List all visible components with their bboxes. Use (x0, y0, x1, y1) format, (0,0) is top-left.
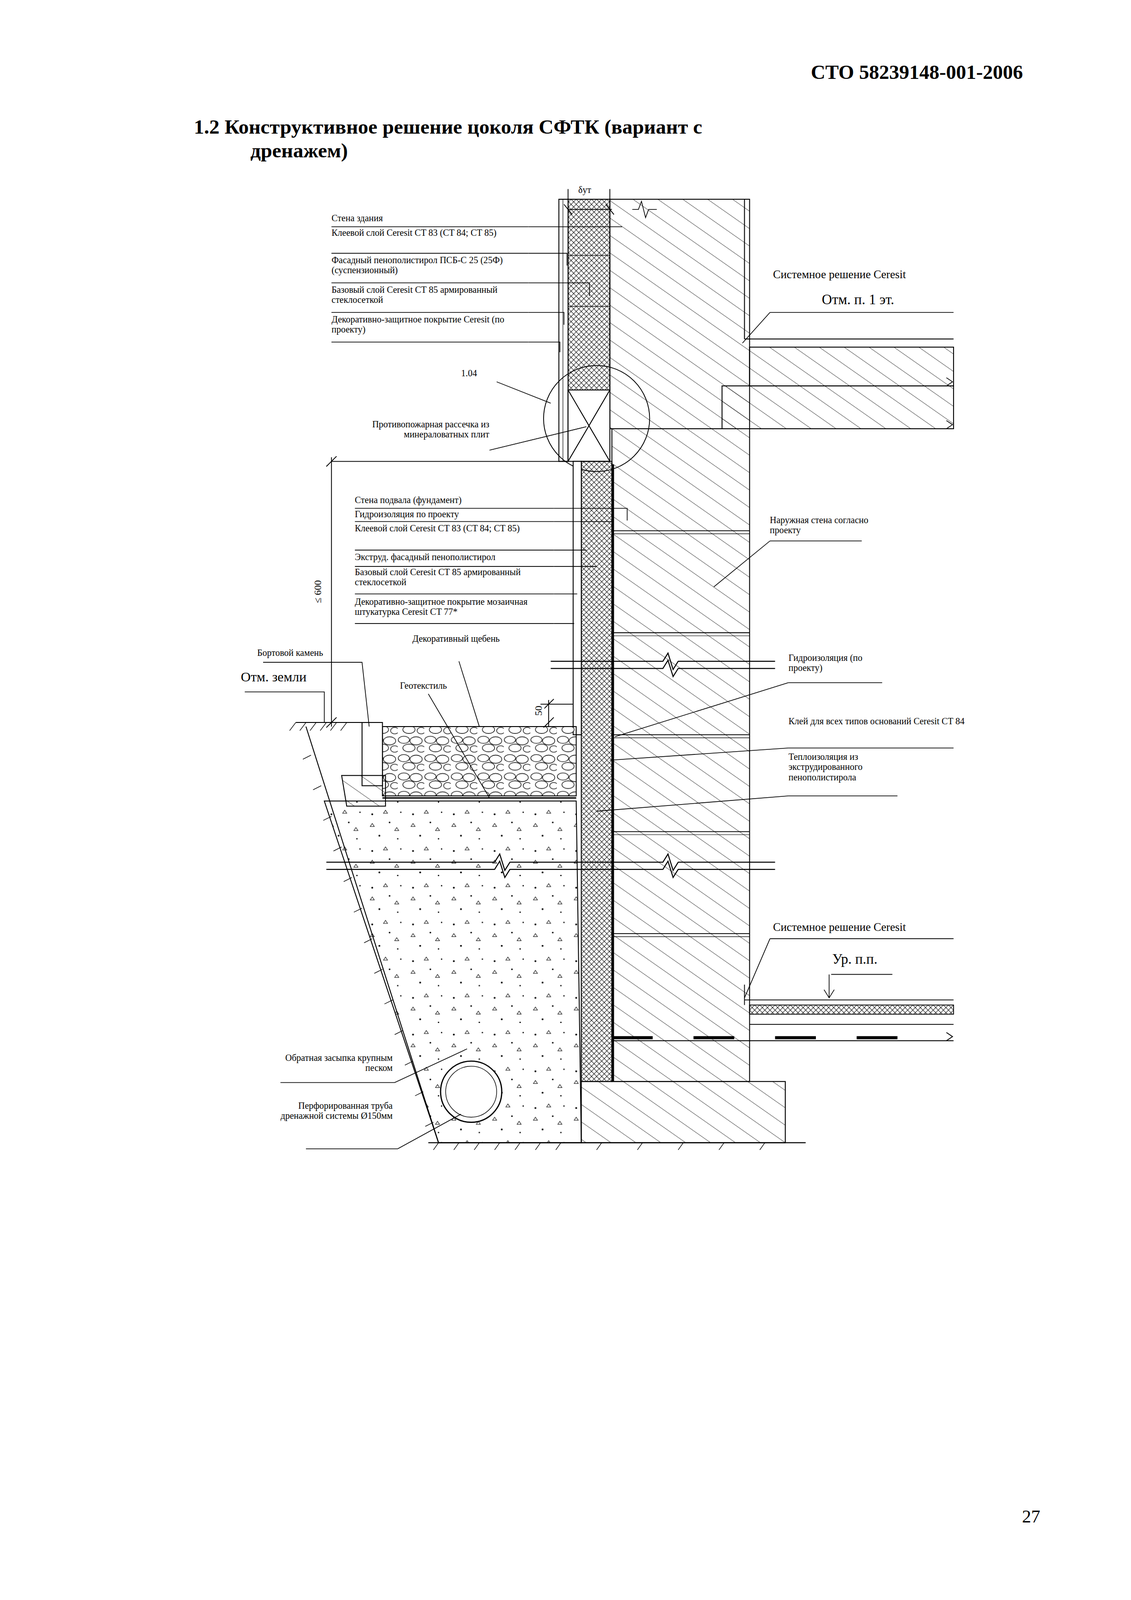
layer-label: Стена здания (331, 212, 536, 224)
dimension-label: δут (578, 184, 609, 195)
layer-label: Декоративно-защитное покрытие Ceresit (п… (331, 314, 536, 335)
system-label: Системное решение Ceresit (773, 268, 962, 281)
basement-floor (612, 984, 954, 1041)
part-label: Наружная стена согласно проекту (769, 514, 888, 536)
page-number: 27 (1022, 1506, 1053, 1527)
document-code: СТО 58239148-001-2006 (810, 61, 1087, 84)
part-label: Обратная засыпка крупным песком (273, 1052, 393, 1074)
system-label: Системное решение Ceresit (773, 920, 962, 934)
layer-label: Клеевой слой Ceresit CT 83 (CT 84; CT 85… (354, 523, 559, 534)
ground-and-backfill (289, 722, 806, 1150)
break-lines (326, 653, 776, 878)
part-label: Теплоизоляция из экструдированного пеноп… (788, 751, 906, 783)
part-label: Бортовой камень (257, 647, 370, 658)
layer-label: Клеевой слой Ceresit CT 83 (CT 84; CT 85… (331, 227, 536, 238)
part-label: Клей для всех типов оснований Ceresit CT… (788, 715, 967, 727)
layer-label: Экструд. фасадный пенополистирол (354, 551, 559, 562)
part-label: Противопожарная рассечка из минераловатн… (334, 419, 490, 440)
callout-number: 1.04 (461, 368, 496, 379)
upper-wall (609, 199, 954, 429)
drawing-title: 1.2 Конструктивное решение цоколя СФТК (… (193, 115, 740, 163)
layer-label: Стена подвала (фундамент) (354, 494, 559, 505)
layer-label: Фасадный пенополистирол ПСБ-С 25 (25Ф) (… (331, 254, 536, 276)
layer-label: Гидроизоляция по проекту (354, 508, 559, 519)
dimension-label: ≤ 600 (312, 580, 324, 604)
part-label: Перфорированная труба дренажной системы … (259, 1100, 393, 1121)
layer-label: Базовый слой Ceresit CT 85 армированный … (354, 566, 559, 588)
part-label: Гидроизоляция (по проекту) (788, 652, 891, 674)
dimensions (326, 188, 615, 728)
leader-lines (244, 226, 954, 1149)
dimension-label: 50 (533, 705, 545, 716)
layer-label: Базовый слой Ceresit CT 85 армированный … (331, 284, 536, 306)
basement-wall (573, 428, 786, 1143)
part-label: Декоративный щебень (407, 633, 505, 644)
level-mark: Ур. п.п. (832, 951, 904, 968)
layer-label: Декоративно-защитное покрытие мозаичная … (354, 596, 559, 618)
part-label: Геотекстиль (399, 680, 472, 691)
level-mark: Отм. п. 1 эт. (821, 291, 950, 308)
level-mark: Отм. земли (240, 669, 333, 685)
